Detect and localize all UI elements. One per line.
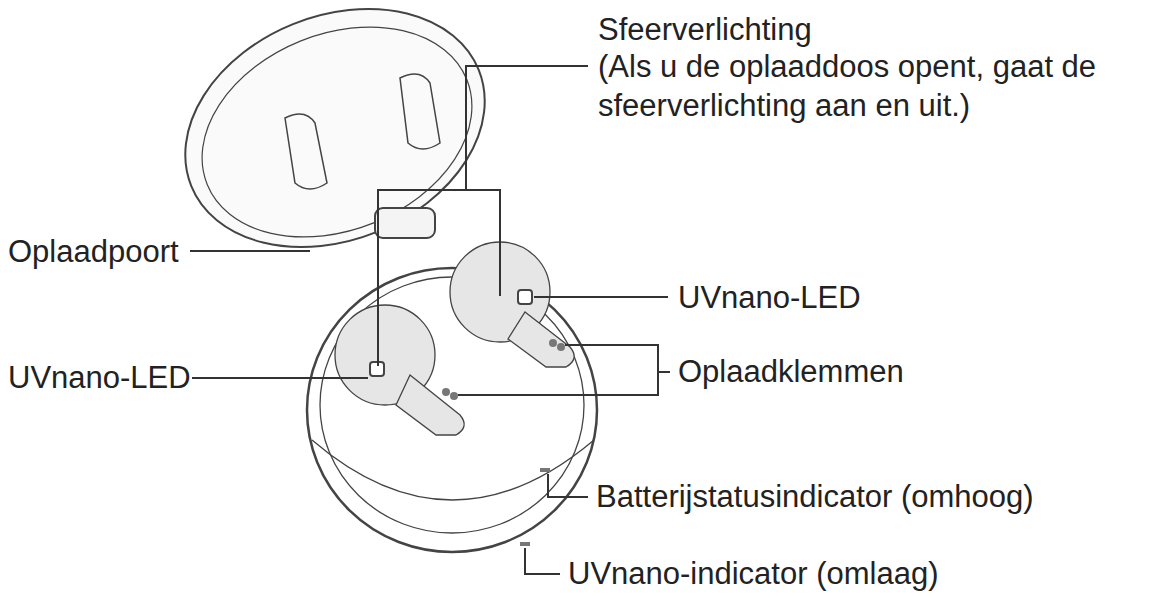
part-label: Sfeerverlichting: [598, 10, 812, 49]
lid-recess: [285, 114, 327, 189]
leader-line: [525, 548, 560, 574]
lid-inner-rim: [170, 0, 503, 275]
charging-pin: [557, 343, 565, 351]
uvnano-led: [518, 290, 532, 304]
leader-line: [192, 377, 368, 379]
leader-bracket: [458, 345, 670, 395]
leader-line: [190, 250, 310, 252]
part-label: UVnano-LED: [678, 278, 861, 317]
charging-pin: [450, 392, 458, 400]
note-label: (Als u de oplaaddoos opent, gaat de sfee…: [598, 47, 1158, 125]
leader-line: [466, 66, 588, 190]
lid-recess: [400, 74, 440, 149]
case-seam: [312, 440, 594, 500]
earbud-stem-well: [508, 312, 574, 367]
case-lid: [149, 0, 520, 290]
leader-bracket: [378, 190, 500, 366]
battery-indicator: [540, 468, 550, 472]
uvnano-indicator-light: [520, 542, 530, 546]
hinge: [375, 208, 435, 238]
part-label: Batterijstatusindicator (omhoog): [596, 477, 1034, 516]
part-label: Oplaadpoort: [8, 232, 179, 271]
leader-line: [548, 474, 588, 497]
part-label: Oplaadklemmen: [678, 352, 904, 391]
case-base: [307, 268, 597, 552]
charging-pin: [442, 388, 450, 396]
earbud-stem-well: [396, 375, 464, 435]
leader-line: [534, 296, 668, 298]
part-label: UVnano-indicator (omlaag): [568, 554, 938, 593]
part-label: UVnano-LED: [8, 358, 191, 397]
charging-pin: [549, 339, 557, 347]
